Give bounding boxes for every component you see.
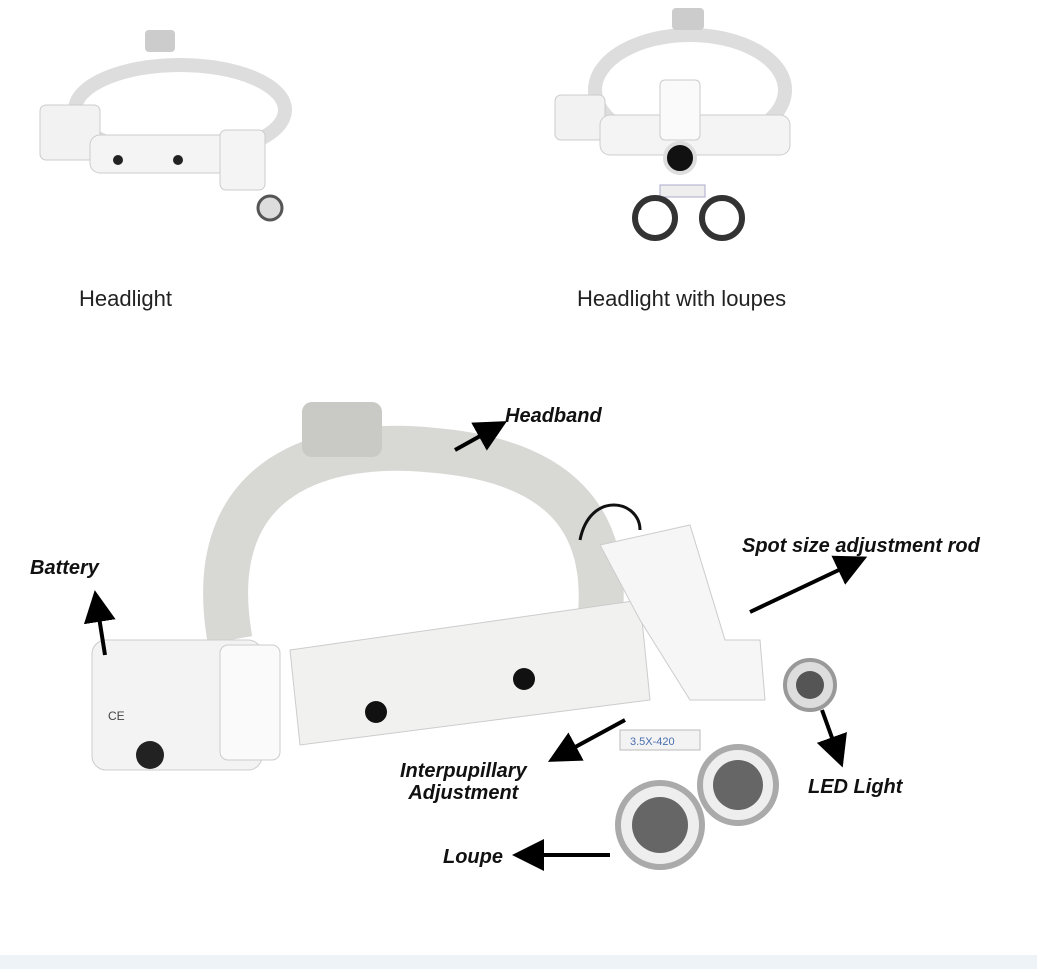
label-loupe: Loupe — [443, 846, 503, 868]
label-interpupillary-line2: Adjustment — [408, 782, 519, 804]
ce-mark: CE — [108, 709, 125, 723]
battery-arrow — [83, 590, 116, 656]
loupe-model-marking: 3.5X-420 — [630, 736, 675, 748]
bottom-strip — [0, 955, 1037, 969]
headlight-main-illustration: CE 3.5X-420 — [91, 402, 837, 870]
label-headband: Headband — [505, 405, 602, 427]
interpupillary-arrow — [547, 718, 626, 762]
caption-headlight-with-loupes: Headlight with loupes — [577, 286, 787, 311]
headband-arrow — [454, 421, 507, 452]
headlight-thumbnail — [39, 30, 292, 222]
label-interpupillary-line1: Interpupillary — [400, 760, 527, 782]
led-light-arrow — [816, 709, 847, 768]
spot-size-arrow — [749, 555, 868, 614]
label-interpupillary-adjustment: Interpupillary Adjustment — [400, 760, 527, 804]
headlight-with-loupes-thumbnail — [554, 8, 792, 241]
label-battery: Battery — [30, 557, 99, 579]
label-led-light: LED Light — [808, 776, 903, 798]
label-spot-size-adjustment-rod: Spot size adjustment rod — [742, 535, 980, 557]
caption-headlight: Headlight — [79, 286, 172, 311]
